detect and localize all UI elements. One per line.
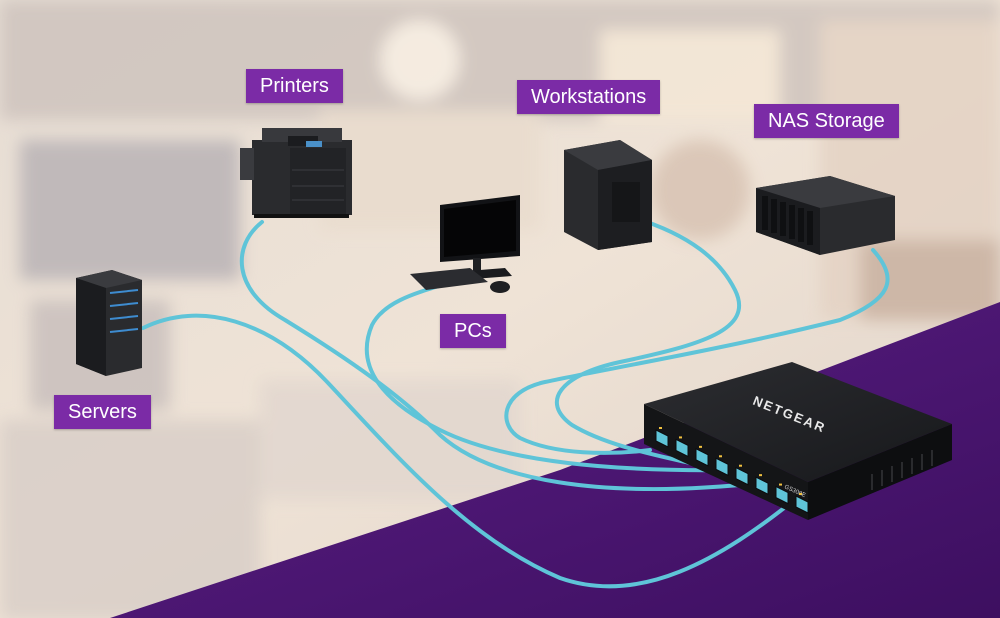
port-led: [799, 493, 802, 495]
nas-storage-icon: [756, 176, 895, 255]
port-led: [779, 483, 782, 486]
switch-port: [755, 476, 769, 495]
switch-port: [695, 448, 709, 467]
port-led: [679, 436, 682, 439]
port-led: [719, 455, 722, 458]
switch-ports: [655, 427, 809, 514]
cable-pc: [364, 280, 737, 473]
label-printers: Printers: [246, 69, 343, 103]
port-led: [659, 427, 662, 429]
cable-workstation: [554, 216, 742, 465]
server-icon: [76, 270, 142, 376]
network-switch: NETGEAR GS308E: [644, 362, 952, 520]
label-nas-storage: NAS Storage: [754, 104, 899, 138]
printer-icon: [240, 128, 352, 218]
switch-port: [735, 466, 749, 486]
cable-printer: [239, 220, 762, 491]
switch-port: [655, 429, 669, 448]
port-led: [699, 445, 702, 448]
network-cables: [141, 216, 890, 589]
workstation-icon: [564, 140, 652, 250]
switch-port: [775, 485, 789, 505]
port-led: [739, 464, 742, 467]
switch-port: [715, 457, 729, 477]
pc-icon: [410, 195, 520, 293]
label-workstations: Workstations: [517, 80, 661, 114]
switch-port: [675, 438, 689, 458]
label-pcs: PCs: [440, 314, 506, 348]
switch-port: [795, 495, 809, 514]
cable-nas: [504, 248, 890, 455]
port-led: [759, 474, 762, 477]
cable-server: [141, 313, 800, 589]
purple-floor: [110, 302, 1000, 618]
label-servers: Servers: [54, 395, 151, 429]
